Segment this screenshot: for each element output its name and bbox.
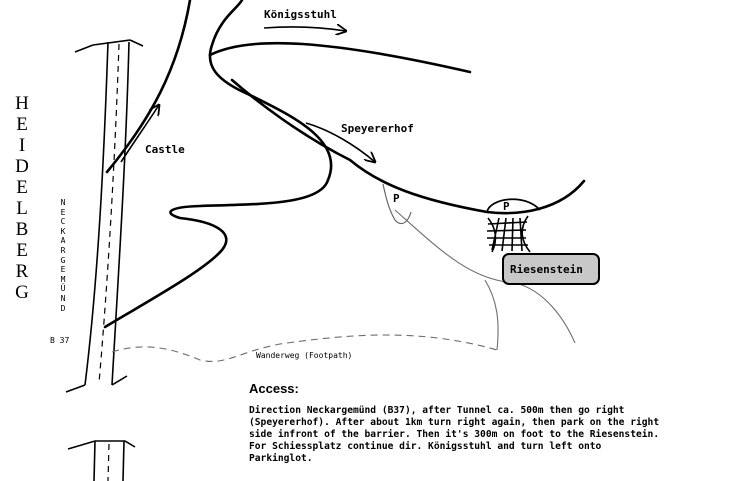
road-letter: E bbox=[60, 207, 66, 217]
road-letter: M bbox=[60, 274, 66, 284]
parking-riesenstein bbox=[486, 198, 541, 213]
city-letter: E bbox=[16, 177, 28, 198]
city-letter: E bbox=[16, 114, 28, 135]
city-letter: L bbox=[16, 198, 28, 219]
road-letter: A bbox=[60, 236, 66, 246]
direction-arrows bbox=[120, 27, 375, 162]
konigsstuhl-label: Königsstuhl bbox=[264, 8, 337, 21]
road-letter: D bbox=[60, 303, 66, 313]
parking-label: P bbox=[393, 192, 400, 205]
wanderweg-label: Wanderweg (Footpath) bbox=[256, 351, 353, 360]
main-road bbox=[103, 0, 586, 329]
barrier-hatching bbox=[486, 215, 531, 253]
access-heading: Access: bbox=[249, 381, 299, 396]
speyererhof-label: Speyererhof bbox=[341, 122, 414, 135]
city-letter: D bbox=[15, 156, 29, 177]
highway-b37 bbox=[65, 39, 144, 393]
access-line: (Speyererhof). After about 1km turn righ… bbox=[249, 417, 660, 428]
road-letter: R bbox=[60, 246, 66, 255]
access-line: side infront of the barrier. Then it's 3… bbox=[249, 429, 660, 440]
access-directions: Direction Neckargemünd (B37), after Tunn… bbox=[249, 405, 729, 465]
riesenstein-destination: Riesenstein bbox=[502, 253, 600, 285]
city-letter: B bbox=[15, 219, 29, 240]
access-line: For Schiessplatz continue dir. Königsstu… bbox=[249, 441, 602, 452]
riesenstein-label: Riesenstein bbox=[510, 263, 583, 276]
wanderweg-path bbox=[111, 334, 498, 362]
access-line: Direction Neckargemünd (B37), after Tunn… bbox=[249, 405, 625, 416]
road-letter: E bbox=[60, 265, 66, 275]
city-letter: E bbox=[16, 240, 28, 261]
road-number-label: B 37 bbox=[50, 336, 70, 345]
road-letter: K bbox=[60, 226, 66, 236]
city-letter: H bbox=[15, 93, 29, 114]
castle-label: Castle bbox=[145, 143, 185, 156]
road-letter: N bbox=[60, 198, 66, 207]
parking-label: P bbox=[503, 200, 510, 213]
road-letter: C bbox=[60, 217, 66, 227]
road-letter: N bbox=[60, 294, 66, 303]
city-letter: I bbox=[18, 135, 26, 156]
city-letter: R bbox=[15, 261, 29, 282]
city-letter: G bbox=[15, 282, 29, 303]
highway-b37-lower bbox=[67, 440, 136, 481]
access-line: Parkinglot. bbox=[249, 453, 313, 464]
road-letter: G bbox=[60, 255, 66, 265]
road-letter: Ü bbox=[60, 284, 66, 294]
